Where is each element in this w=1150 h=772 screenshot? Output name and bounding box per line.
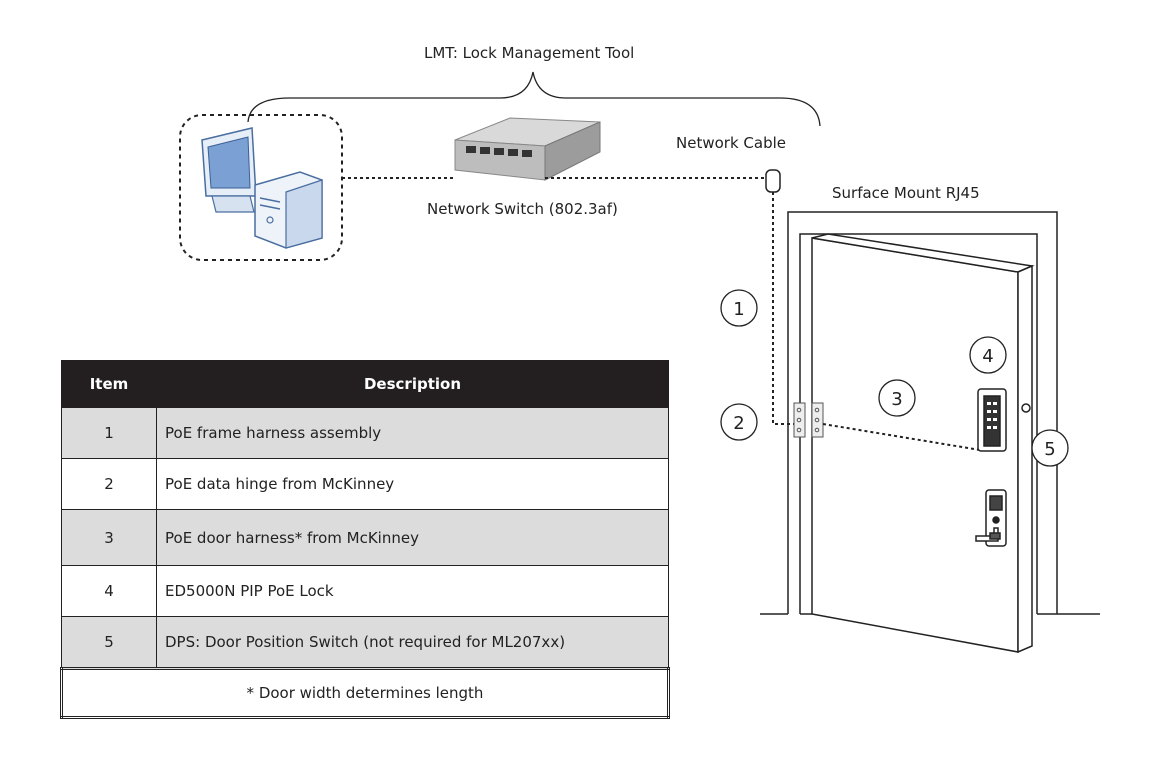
rj45-jack-icon	[765, 169, 781, 193]
lever-lock-icon	[975, 489, 1007, 547]
table-header-row: Item Description	[61, 360, 669, 408]
item-number: 3	[61, 509, 157, 566]
callout-5-circle	[1031, 429, 1069, 467]
item-column-header: Item	[61, 360, 157, 408]
callout-3: 3	[891, 389, 902, 410]
callout-1-circle	[720, 289, 758, 327]
callout-3-circle	[878, 379, 916, 417]
item-number: 5	[61, 616, 157, 669]
table-footnote: * Door width determines length	[60, 667, 670, 719]
item-description: PoE data hinge from McKinney	[156, 458, 669, 510]
computer-group-box	[179, 114, 343, 261]
callout-2: 2	[733, 413, 744, 434]
lmt-brace	[247, 71, 821, 127]
table-row: 2 PoE data hinge from McKinney	[61, 458, 669, 510]
network-switch-label: Network Switch (802.3af)	[427, 200, 618, 218]
callout-4-circle	[969, 336, 1007, 374]
callout-5: 5	[1044, 439, 1055, 460]
callout-2-circle	[720, 403, 758, 441]
door-position-switch-icon	[1021, 403, 1031, 413]
item-description: DPS: Door Position Switch (not required …	[156, 616, 669, 669]
description-column-header: Description	[156, 360, 669, 408]
door-icon	[811, 233, 1035, 654]
callout-4: 4	[982, 346, 993, 367]
item-description: ED5000N PIP PoE Lock	[156, 565, 669, 617]
table-row: 5 DPS: Door Position Switch (not require…	[61, 616, 669, 669]
table-footnote-row: * Door width determines length	[60, 667, 670, 719]
network-cable-label: Network Cable	[676, 134, 786, 152]
item-number: 4	[61, 565, 157, 617]
data-hinge-icon	[793, 402, 824, 438]
table-row: 3 PoE door harness* from McKinney	[61, 509, 669, 566]
lmt-label: LMT: Lock Management Tool	[424, 44, 635, 62]
component-table: Item Description 1 PoE frame harness ass…	[60, 360, 670, 719]
computer-icon	[201, 127, 323, 249]
callout-1: 1	[733, 299, 744, 320]
item-number: 2	[61, 458, 157, 510]
table-row: 4 ED5000N PIP PoE Lock	[61, 565, 669, 617]
item-description: PoE frame harness assembly	[156, 407, 669, 459]
frame-harness-line	[772, 192, 800, 425]
table-row: 1 PoE frame harness assembly	[61, 407, 669, 459]
keypad-lock-icon	[977, 388, 1007, 452]
surface-mount-label: Surface Mount RJ45	[832, 184, 980, 202]
door-harness-line	[822, 423, 981, 451]
network-switch-icon	[454, 117, 601, 181]
item-description: PoE door harness* from McKinney	[156, 509, 669, 566]
item-number: 1	[61, 407, 157, 459]
